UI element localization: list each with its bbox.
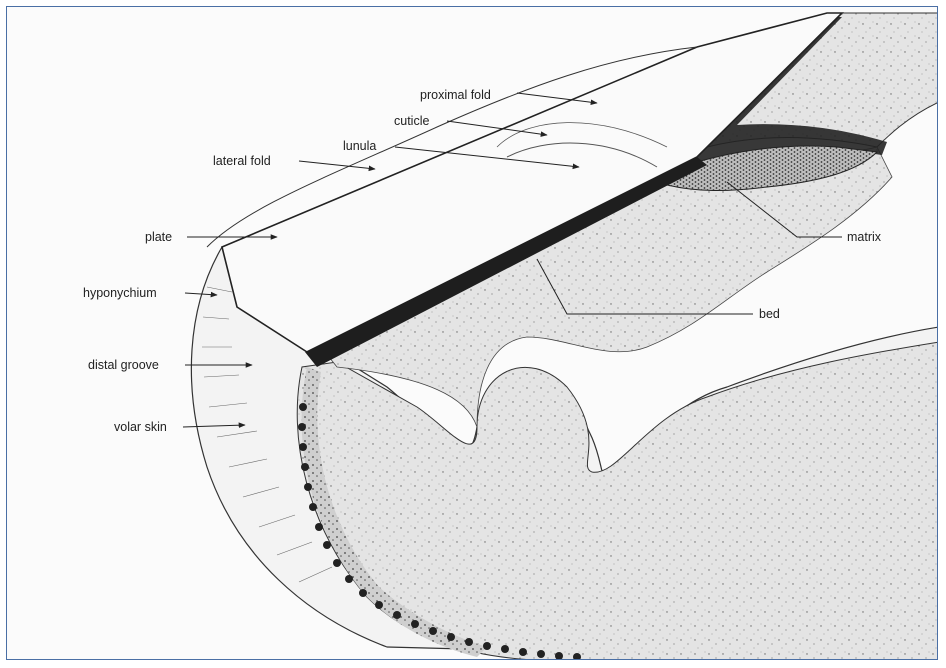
label-proximal-fold: proximal fold <box>420 88 491 102</box>
label-volar-skin: volar skin <box>114 420 167 434</box>
label-bed: bed <box>759 307 780 321</box>
label-lunula: lunula <box>343 139 376 153</box>
label-matrix: matrix <box>847 230 882 244</box>
figure-frame: proximal fold cuticle lunula lateral fol… <box>6 6 938 660</box>
label-distal-groove: distal groove <box>88 358 159 372</box>
label-hyponychium: hyponychium <box>83 286 157 300</box>
label-cuticle: cuticle <box>394 114 429 128</box>
label-lateral-fold: lateral fold <box>213 154 271 168</box>
nail-anatomy-diagram: proximal fold cuticle lunula lateral fol… <box>7 7 938 660</box>
label-plate: plate <box>145 230 172 244</box>
leader-lateral-fold <box>299 161 375 169</box>
